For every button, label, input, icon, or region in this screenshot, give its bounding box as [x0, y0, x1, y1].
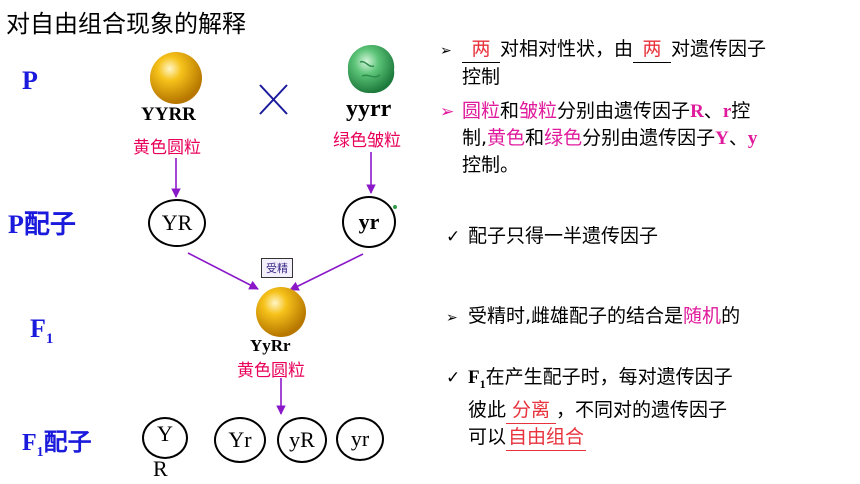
check-mark-icon: ✓ [446, 227, 461, 247]
generation-f1-gamete-label: F1配子 [22, 430, 92, 460]
f1-gamete-1: Y [142, 417, 188, 459]
p-gamete-left: YR [148, 199, 206, 247]
f1-gamete-4: yr [336, 417, 384, 461]
arrow-gamete-right [289, 253, 364, 291]
pea-yellow-icon [150, 52, 202, 104]
pea-f1-icon [256, 287, 306, 337]
generation-p-label: P [22, 66, 38, 95]
arrow-bullet-icon: ➢ [446, 310, 458, 326]
arrow-gamete-left [187, 252, 259, 290]
note-5: ✓F1在产生配子时，每对遗传因子 彼此分离，不同对的遗传因子 可以自由组合 [446, 364, 733, 451]
generation-p-gamete-label: P配子 [8, 210, 76, 239]
f1-gamete-1-second: R [153, 456, 168, 481]
f1-gamete-3: yR [277, 417, 327, 463]
green-dot [393, 205, 397, 209]
fertilization-label: 受精 [261, 258, 293, 278]
note-4: ➢受精时,雌雄配子的结合是随机的 [446, 303, 740, 331]
generation-f1-label: F1 [30, 314, 54, 348]
arrow-bullet-icon: ➢ [440, 102, 455, 122]
parent-left-phenotype: 黄色圆粒 [133, 138, 201, 158]
parent-right-phenotype: 绿色皱粒 [333, 131, 401, 151]
pea-green-icon [347, 44, 395, 94]
note-1: ➢两对相对性状，由两对遗传因子 控制 [440, 38, 767, 88]
f1-phenotype: 黄色圆粒 [237, 361, 305, 381]
f1-gamete-2: Yr [214, 417, 266, 463]
parent-left-genotype: YYRR [141, 104, 196, 125]
arrow-bullet-icon: ➢ [440, 43, 452, 59]
check-mark-icon: ✓ [446, 368, 461, 388]
note-2: ➢圆粒和皱粒分别由遗传因子R、r控 制,黄色和绿色分别由遗传因子Y、y 控制。 [440, 100, 758, 176]
note-3: ✓配子只得一半遗传因子 [446, 223, 658, 250]
f1-genotype: YyRr [250, 336, 291, 355]
parent-right-genotype: yyrr [346, 96, 392, 122]
cross-mark-icon [259, 84, 288, 115]
p-gamete-right: yr [342, 196, 396, 248]
page-title: 对自由组合现象的解释 [6, 10, 246, 38]
